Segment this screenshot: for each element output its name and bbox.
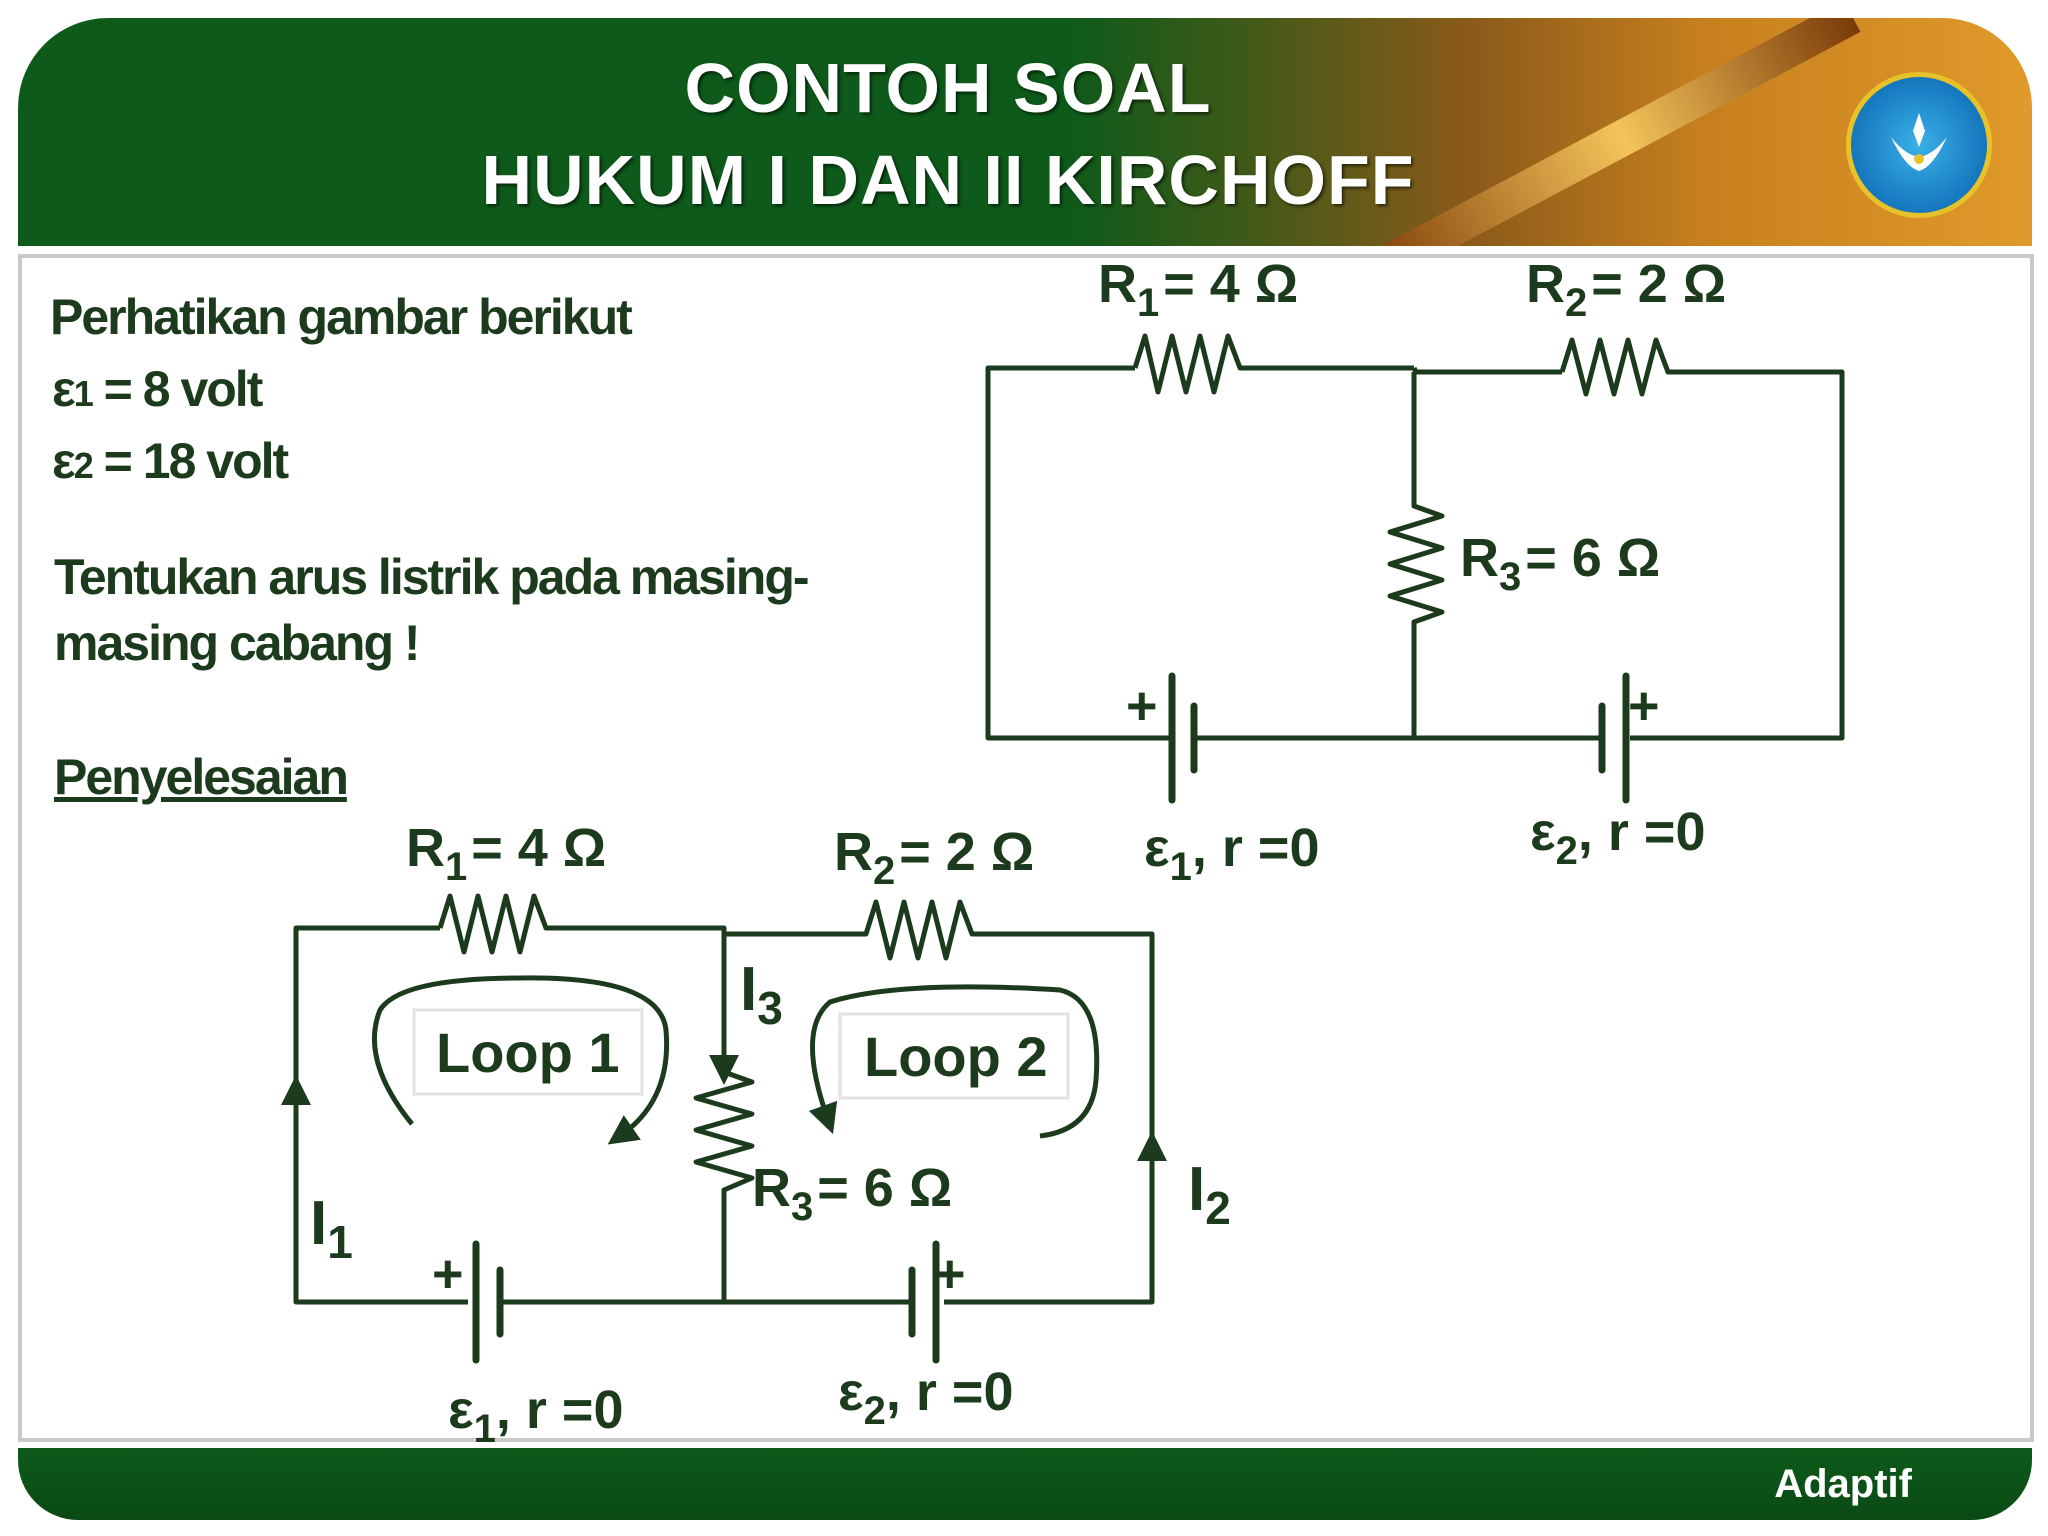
bottom-r3-resistor	[693, 934, 755, 1302]
emf2-given: ε2 = 18 volt	[52, 433, 289, 489]
top-r2-resistor	[1559, 337, 1845, 741]
header-banner: CONTOH SOAL HUKUM I DAN II KIRCHOFF	[18, 18, 2032, 246]
loop2-label: Loop 2	[864, 1025, 1048, 1088]
loop2-box	[838, 1012, 1070, 1100]
top-r1-label: R1= 4 Ω	[1098, 254, 1298, 325]
loop1-box	[412, 1008, 644, 1096]
footer-label: Adaptif	[1774, 1462, 1912, 1506]
bottom-r2-resistor	[724, 899, 1155, 1305]
bottom-e1-label: ε1, r =0	[448, 1380, 623, 1451]
bottom-r2-label: R2= 2 Ω	[834, 822, 1034, 893]
top-r1-resistor	[1132, 333, 1414, 395]
content-panel	[18, 254, 2034, 1442]
top-plus-1: +	[1126, 676, 1158, 736]
bottom-r1-label: R1= 4 Ω	[406, 818, 606, 889]
bottom-e2-label: ε2, r =0	[838, 1362, 1013, 1433]
title-line-2: HUKUM I DAN II KIRCHOFF	[481, 141, 1415, 219]
solution-heading: Penyelesaian	[54, 749, 349, 805]
loop1-label: Loop 1	[436, 1021, 620, 1084]
bottom-plus-2: +	[934, 1244, 966, 1304]
bottom-plus-1: +	[432, 1244, 464, 1304]
emf1-given: ε1 = 8 volt	[52, 361, 263, 417]
question-line-2: masing cabang !	[54, 615, 421, 671]
title-line-1: CONTOH SOAL	[684, 49, 1212, 127]
logo-emblem-icon	[1891, 113, 1947, 171]
top-r3-resistor	[1387, 372, 1445, 738]
i3-label: I3	[740, 955, 783, 1034]
tut-wuri-handayani-logo-icon	[1846, 72, 1992, 218]
top-plus-2: +	[1628, 676, 1660, 736]
loop2-arrow	[808, 984, 1100, 1139]
top-r3-label: R3= 6 Ω	[1460, 528, 1660, 599]
loop1-arrow	[372, 975, 670, 1145]
top-e2-label: ε2, r =0	[1530, 802, 1705, 873]
bottom-r1-resistor	[437, 893, 727, 955]
problem-intro: Perhatikan gambar berikut	[50, 289, 633, 345]
question-line-1: Tentukan arus listrik pada masing-	[54, 549, 810, 605]
top-r2-label: R2= 2 Ω	[1526, 254, 1726, 325]
top-wire-right-top	[1411, 366, 1562, 375]
footer-bar: Adaptif	[18, 1448, 2032, 1520]
top-wire-left	[985, 365, 1170, 741]
i2-label: I2	[1188, 1155, 1231, 1234]
bottom-r3-label: R3= 6 Ω	[752, 1158, 952, 1229]
i1-label: I1	[310, 1189, 353, 1268]
top-e1-label: ε1, r =0	[1144, 818, 1319, 889]
